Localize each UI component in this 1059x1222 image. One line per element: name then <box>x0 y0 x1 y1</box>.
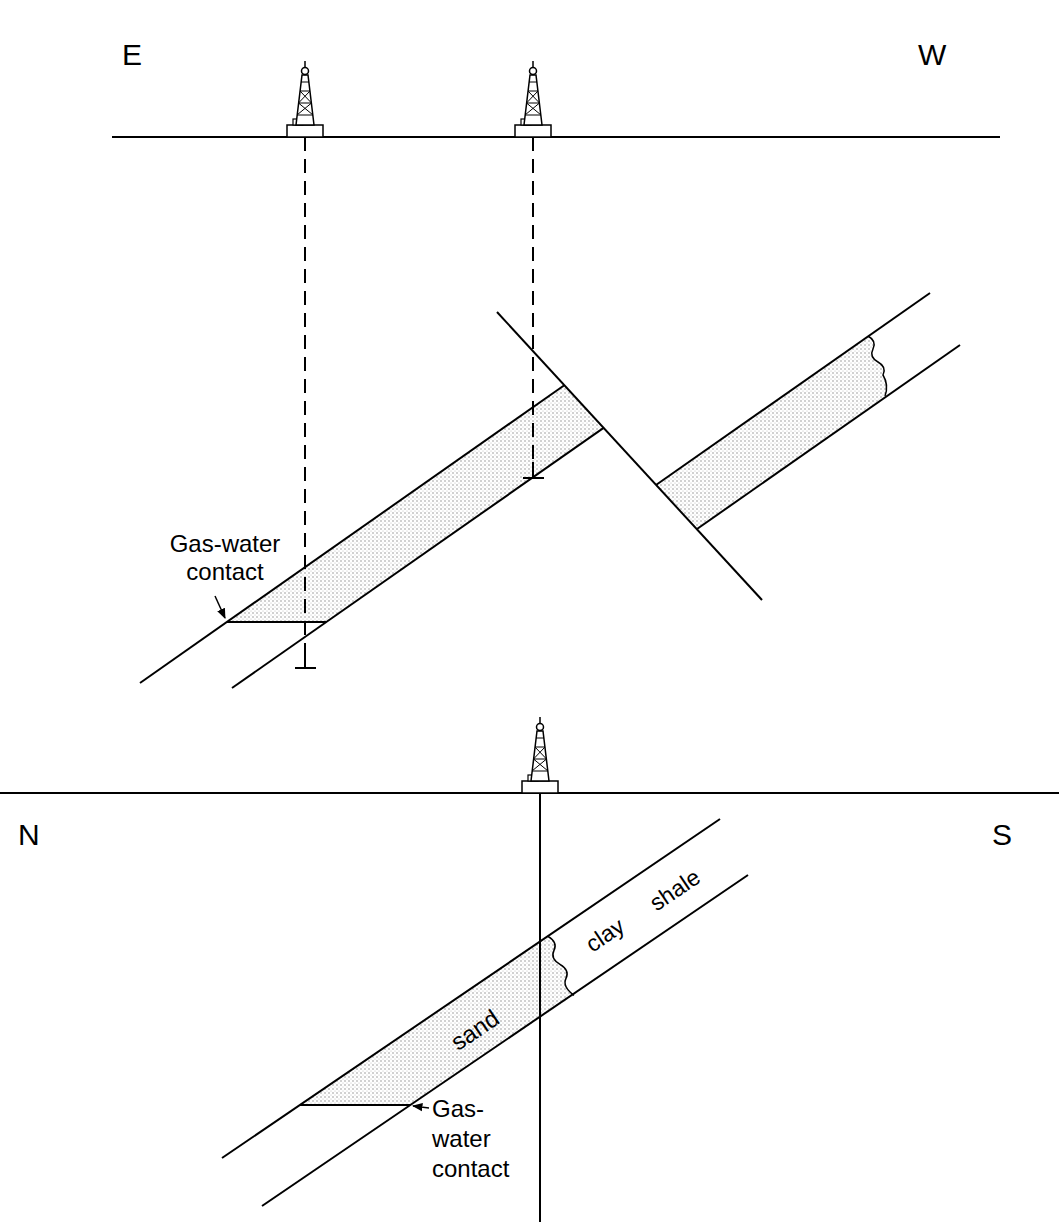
sand-fill <box>227 385 604 622</box>
lithology-label: shale <box>645 864 705 917</box>
facies-change <box>868 336 887 396</box>
derrick-symbol <box>287 61 323 137</box>
well-bore <box>532 137 534 462</box>
well-bore <box>539 793 541 1222</box>
gas-water-contact-line <box>300 1104 410 1106</box>
bed-boundary <box>697 345 960 529</box>
lithology-label: clay <box>581 913 630 958</box>
bed-boundary <box>232 428 604 688</box>
direction-label: W <box>918 38 946 73</box>
facies-change <box>548 936 574 995</box>
well-bore <box>304 137 306 650</box>
direction-label: N <box>18 818 40 853</box>
sand-fill <box>656 336 887 529</box>
derrick-symbol <box>522 717 558 793</box>
direction-label: E <box>122 38 142 73</box>
gas-water-contact-line <box>227 621 326 623</box>
leader-arrow <box>413 1106 429 1108</box>
contact-label: Gas-water contact <box>432 1094 516 1184</box>
direction-label: S <box>992 818 1012 853</box>
fault-line <box>497 312 762 600</box>
well-bottom <box>295 650 316 668</box>
ground-surface <box>112 136 1000 138</box>
leader-arrow <box>215 596 225 618</box>
derrick-symbol <box>515 61 551 137</box>
bed-boundary <box>656 293 930 485</box>
well-bottom <box>523 462 544 478</box>
contact-label: Gas-water contact <box>165 530 285 586</box>
bed-boundary <box>262 875 748 1206</box>
lithology-label: sand <box>446 1004 505 1056</box>
bed-boundary <box>140 385 564 683</box>
